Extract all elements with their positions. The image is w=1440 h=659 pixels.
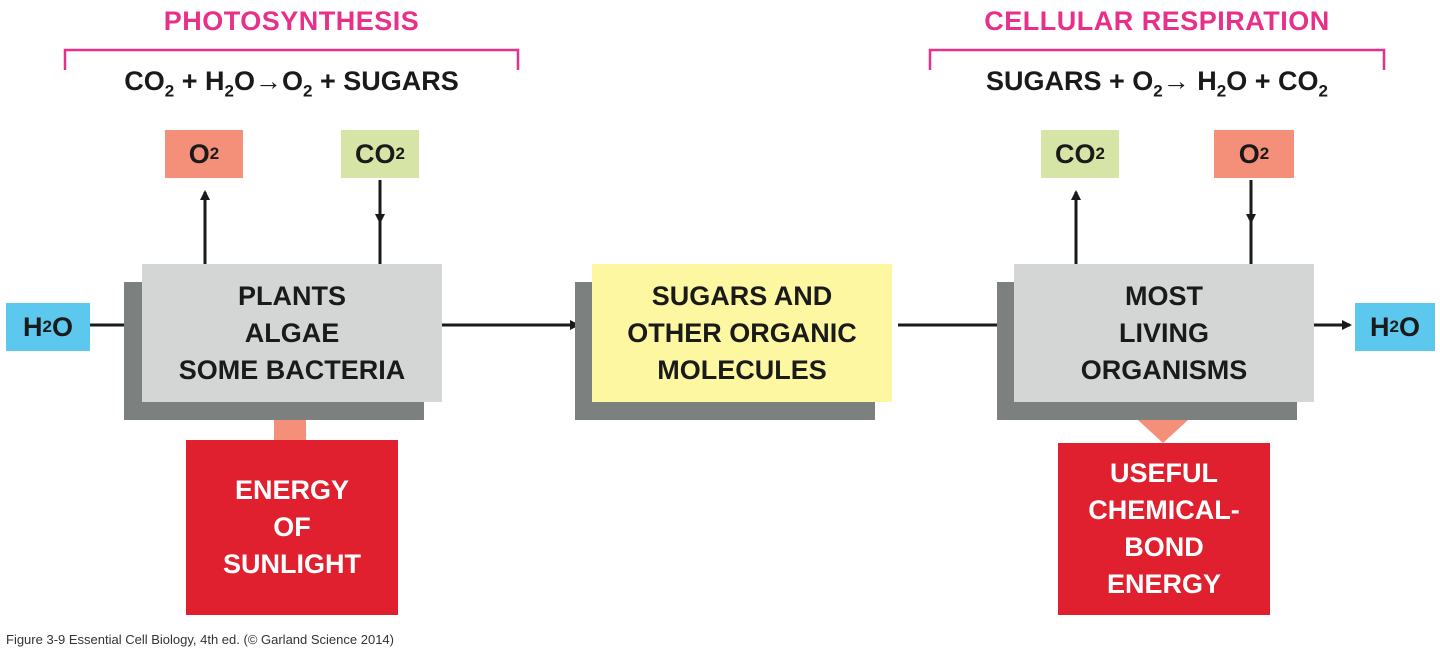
respiration-heading: CELLULAR RESPIRATION: [984, 6, 1330, 36]
reaction-arrow: →: [1162, 66, 1190, 96]
bond-energy-box: USEFUL CHEMICAL- BOND ENERGY: [1058, 443, 1270, 615]
respiration-bracket: [928, 48, 1386, 70]
photosynthesis-heading: PHOTOSYNTHESIS: [163, 6, 420, 36]
consumers-box: MOST LIVING ORGANISMS: [1014, 264, 1314, 402]
respiration-equation: SUGARS + O2→ H2O + CO2: [986, 66, 1328, 101]
figure-caption: Figure 3-9 Essential Cell Biology, 4th e…: [6, 632, 394, 647]
reaction-arrow: →: [254, 66, 282, 96]
sunlight-energy-box: ENERGY OF SUNLIGHT: [186, 440, 398, 615]
photosynthesis-bracket: [63, 48, 520, 70]
sugars-box: SUGARS AND OTHER ORGANIC MOLECULES: [592, 264, 892, 402]
producers-box: PLANTS ALGAE SOME BACTERIA: [142, 264, 442, 402]
photosynthesis-equation: CO2 + H2O→O2 + SUGARS: [124, 66, 459, 101]
